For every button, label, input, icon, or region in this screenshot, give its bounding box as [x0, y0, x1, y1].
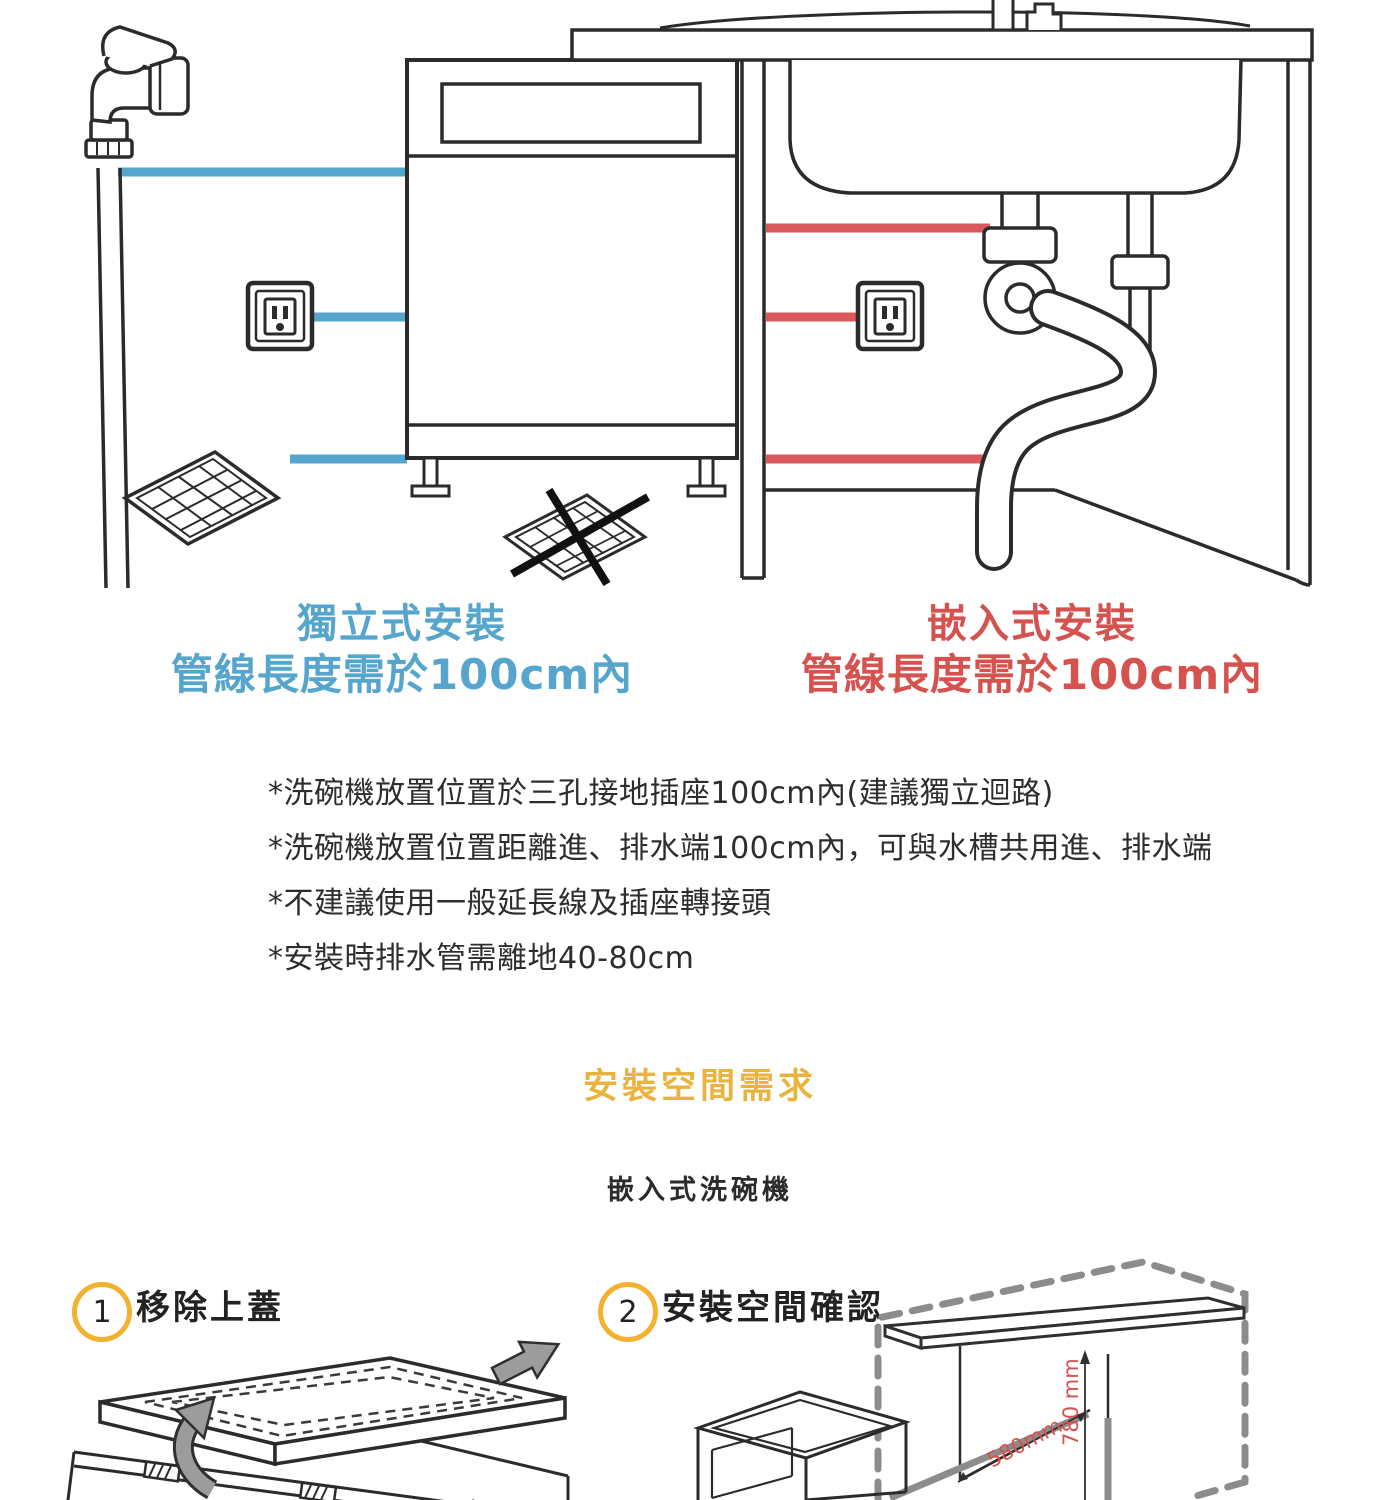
- dishwasher-body: [66, 1434, 570, 1500]
- caption-standalone-subtitle: 管線長度需於100cm內: [170, 649, 634, 699]
- space-check-diagram: 580mm 780 mm: [693, 1258, 1249, 1500]
- step-2-number: 2: [618, 1294, 638, 1330]
- note-line: *不建議使用一般延長線及插座轉接頭: [268, 886, 772, 921]
- floor-drain-icon: [121, 449, 282, 547]
- sink-cabinet-icon: [570, 0, 1314, 587]
- red-connection-lines: [766, 223, 990, 464]
- step-2-badge: 2: [598, 1282, 658, 1342]
- caption-standalone-title: 獨立式安裝: [297, 601, 507, 647]
- note-line: *洗碗機放置位置距離進、排水端100cm內，可與水槽共用進、排水端: [268, 831, 1213, 866]
- swing-arrow-icon: [172, 1396, 218, 1500]
- faucet-icon: [84, 25, 190, 589]
- note-line: *安裝時排水管需離地40-80cm: [268, 941, 695, 976]
- step-1-badge: 1: [72, 1282, 132, 1342]
- section-subtitle: 嵌入式洗碗機: [607, 1175, 793, 1206]
- sink-faucet-stub: [991, 0, 1063, 32]
- blue-connection-lines: [118, 167, 407, 464]
- hinge-bracket: [142, 1460, 182, 1483]
- step-1-number: 1: [92, 1294, 112, 1330]
- dishwasher-unit-icon: [693, 1390, 911, 1500]
- cabinet-dashed-outline: [874, 1258, 1249, 1500]
- depth-dimension-label: 580mm: [983, 1413, 1066, 1472]
- hinge-bracket: [298, 1481, 338, 1500]
- dishwasher-feet: [410, 456, 727, 498]
- drain-pipes-icon: [975, 193, 1170, 571]
- sink-basin: [788, 59, 1243, 195]
- installation-diagram: [84, 0, 1314, 589]
- note-line: *洗碗機放置位置於三孔接地插座100cm內(建議獨立迴路): [268, 776, 1054, 811]
- step-1-label: 移除上蓋: [136, 1288, 284, 1328]
- section-title: 安裝空間需求: [582, 1067, 817, 1107]
- step-2-label: 安裝空間確認: [662, 1288, 884, 1328]
- power-outlet-left-icon: [248, 283, 312, 349]
- power-outlet-right-icon: [858, 283, 922, 349]
- dishwasher-icon: [405, 58, 739, 498]
- caption-standalone: 獨立式安裝 管線長度需於100cm內: [92, 600, 712, 700]
- caption-built-in-title: 嵌入式安裝: [927, 601, 1137, 647]
- height-dimension-label: 780 mm: [1059, 1358, 1083, 1446]
- caption-built-in: 嵌入式安裝 管線長度需於100cm內: [722, 600, 1342, 700]
- forbidden-drain-icon: [502, 487, 650, 587]
- installation-notes: *洗碗機放置位置於三孔接地插座100cm內(建議獨立迴路) *洗碗機放置位置距離…: [268, 766, 1212, 986]
- remove-lid-diagram: [66, 1340, 570, 1500]
- lift-arrow-icon: [490, 1340, 561, 1386]
- caption-built-in-subtitle: 管線長度需於100cm內: [800, 649, 1264, 699]
- dimension-annotations: 580mm 780 mm: [957, 1350, 1090, 1500]
